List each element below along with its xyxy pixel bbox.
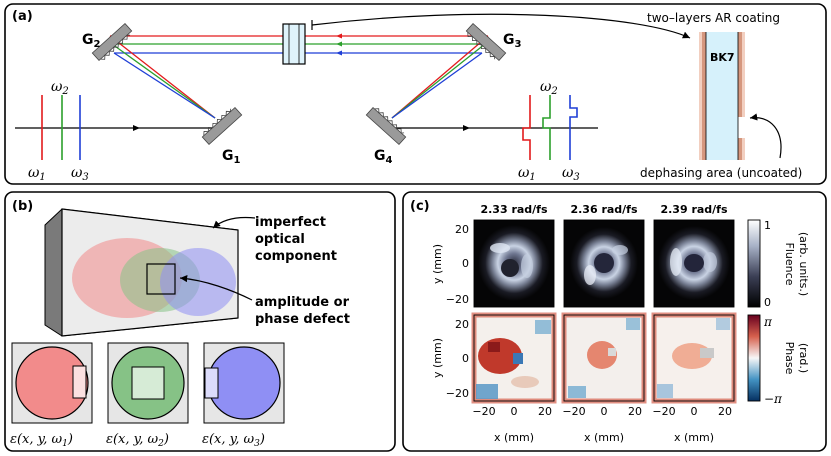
y-axis-label-top: y (mm)	[431, 244, 444, 284]
svg-text:0: 0	[691, 405, 698, 418]
svg-text:0: 0	[462, 257, 469, 270]
svg-text:0: 0	[462, 352, 469, 365]
dephasing-label: dephasing area (uncoated)	[640, 166, 802, 180]
field-w3	[203, 342, 285, 424]
svg-text:−20: −20	[472, 405, 495, 418]
component-label: imperfect optical component	[255, 215, 337, 264]
optical-component	[44, 208, 239, 337]
output-omega-labels: ω1 ω2 ω3	[518, 79, 580, 183]
panel-c-label: (c)	[410, 199, 430, 214]
svg-text:π: π	[763, 315, 773, 329]
svg-text:ω2: ω2	[51, 79, 69, 97]
svg-text:20: 20	[628, 405, 642, 418]
svg-text:(rad.): (rad.)	[797, 343, 810, 373]
column-titles: 2.33 rad/fs 2.36 rad/fs 2.39 rad/fs	[480, 203, 727, 216]
svg-text:optical: optical	[255, 232, 305, 247]
defect-arrow	[179, 274, 253, 301]
svg-text:G2: G2	[82, 32, 101, 50]
plate-icon	[282, 23, 306, 65]
bk7-label: BK7	[710, 51, 735, 64]
svg-text:ε(x, y, ω1): ε(x, y, ω1)	[10, 432, 73, 449]
x-axis-labels: x (mm) x (mm) x (mm)	[494, 431, 714, 444]
grating-labels: G2 G3 G1 G4	[82, 32, 522, 166]
svg-text:20: 20	[455, 318, 469, 331]
svg-text:−20: −20	[446, 293, 469, 306]
panel-b-label: (b)	[12, 199, 33, 214]
svg-text:ω2: ω2	[540, 79, 558, 97]
grating-g3-icon	[465, 22, 507, 62]
svg-text:−π: −π	[764, 392, 783, 406]
field-w2	[107, 342, 189, 424]
svg-text:phase defect: phase defect	[255, 312, 350, 327]
coating-label: two–layers AR coating	[647, 11, 780, 25]
panel-a-label: (a)	[12, 9, 33, 24]
svg-text:0: 0	[511, 405, 518, 418]
svg-text:Fluence: Fluence	[783, 243, 796, 286]
grating-g4-icon	[365, 106, 407, 146]
svg-text:0: 0	[601, 405, 608, 418]
svg-text:(arb. units.): (arb. units.)	[797, 232, 810, 296]
x-tick-labels: −20 0 20 −20 0 20 −20 0 20	[472, 405, 732, 418]
phase-map-1	[471, 312, 557, 404]
svg-text:G3: G3	[503, 32, 522, 50]
svg-text:G4: G4	[374, 148, 393, 166]
svg-text:x (mm): x (mm)	[674, 431, 714, 444]
svg-text:−20: −20	[562, 405, 585, 418]
component-arrow	[212, 216, 256, 229]
phase-map-2	[561, 312, 647, 404]
fluence-map-3	[654, 220, 734, 307]
svg-text:x (mm): x (mm)	[584, 431, 624, 444]
grating-g2-icon	[91, 22, 133, 62]
input-omega-labels: ω1 ω2 ω3	[28, 79, 89, 183]
svg-text:20: 20	[718, 405, 732, 418]
dephasing-arrow	[749, 113, 782, 159]
phase-colorbar: π −π Phase (rad.)	[747, 314, 810, 406]
y-tick-labels: 20 0 −20 20 0 −20	[446, 223, 469, 400]
fluence-map-1	[474, 220, 554, 307]
field-labels: ε(x, y, ω1) ε(x, y, ω2) ε(x, y, ω3)	[10, 432, 265, 449]
callout-arrow	[311, 13, 691, 39]
svg-text:ω3: ω3	[71, 165, 89, 183]
svg-text:amplitude or: amplitude or	[255, 295, 350, 310]
svg-text:1: 1	[764, 219, 771, 232]
svg-text:ε(x, y, ω2): ε(x, y, ω2)	[106, 432, 169, 449]
svg-text:2.36 rad/fs: 2.36 rad/fs	[570, 203, 637, 216]
defect-label: amplitude or phase defect	[255, 295, 350, 327]
output-pulse-w3	[569, 95, 578, 160]
map-frames	[473, 219, 735, 402]
svg-text:20: 20	[538, 405, 552, 418]
svg-text:−20: −20	[446, 387, 469, 400]
svg-text:2.33 rad/fs: 2.33 rad/fs	[480, 203, 547, 216]
coating-detail	[699, 32, 745, 160]
svg-text:G1: G1	[222, 148, 241, 166]
svg-text:ω1: ω1	[28, 165, 46, 183]
svg-text:ε(x, y, ω3): ε(x, y, ω3)	[202, 432, 265, 449]
phase-map-3	[651, 312, 737, 404]
fluence-colorbar: 1 0 Fluence (arb. units.)	[747, 219, 810, 309]
svg-text:ω3: ω3	[562, 165, 580, 183]
grating-g1-icon	[201, 106, 243, 146]
svg-text:−20: −20	[652, 405, 675, 418]
svg-text:2.39 rad/fs: 2.39 rad/fs	[660, 203, 727, 216]
svg-text:ω1: ω1	[518, 165, 536, 183]
svg-text:imperfect: imperfect	[255, 215, 326, 230]
y-axis-label-bottom: y (mm)	[431, 338, 444, 378]
svg-text:component: component	[255, 249, 337, 264]
input-arrow	[133, 125, 140, 131]
fluence-map-2	[564, 220, 644, 307]
output-pulse-w2	[542, 95, 551, 160]
svg-text:20: 20	[455, 223, 469, 236]
svg-text:0: 0	[764, 296, 771, 309]
svg-text:x (mm): x (mm)	[494, 431, 534, 444]
output-pulse-w1	[522, 95, 531, 160]
field-w1	[11, 342, 93, 424]
svg-text:Phase: Phase	[783, 342, 796, 375]
output-arrow	[463, 125, 470, 131]
